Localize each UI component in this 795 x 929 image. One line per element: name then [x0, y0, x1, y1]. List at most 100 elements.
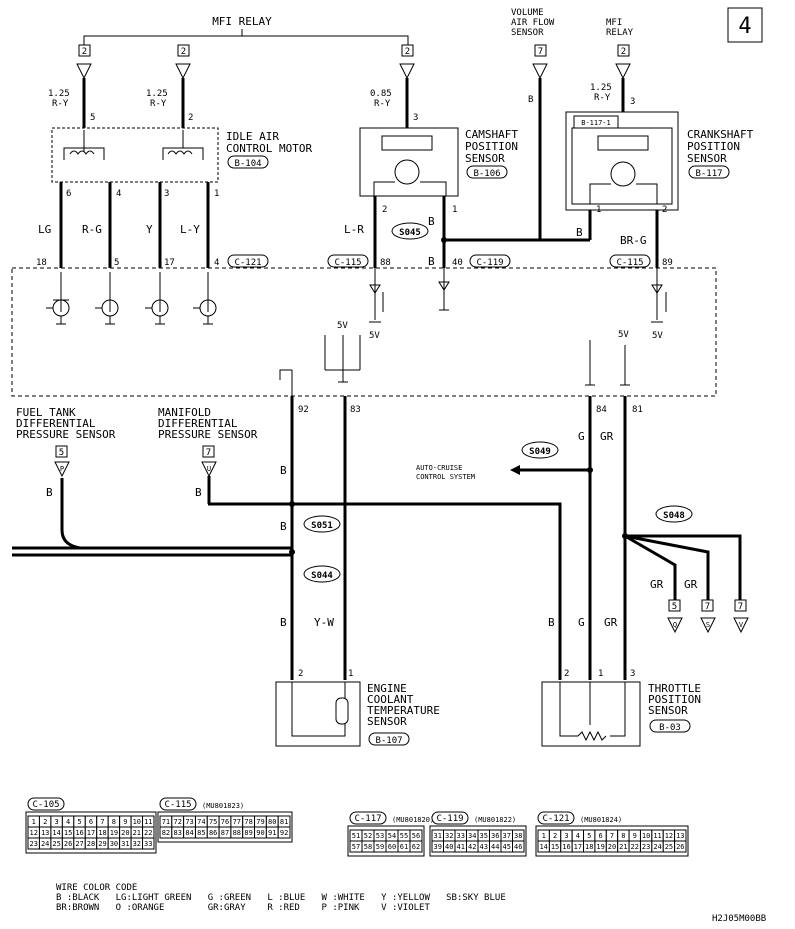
svg-text:7: 7	[705, 602, 710, 612]
svg-text:GR: GR	[604, 616, 618, 629]
connector-pin: 77	[233, 818, 241, 826]
svg-text:SENSOR: SENSOR	[367, 715, 407, 728]
connector-pin: 9	[633, 832, 637, 840]
svg-text:R-Y: R-Y	[52, 99, 69, 109]
svg-text:AUTO-CRUISE: AUTO-CRUISE	[416, 464, 462, 472]
connector-pin: 8	[621, 832, 625, 840]
connector-pin: 1	[542, 832, 546, 840]
connector-pin: 85	[197, 829, 205, 837]
connector-pin: 14	[539, 843, 547, 851]
fuel-tank-sensor: FUEL TANK DIFFERENTIAL PRESSURE SENSOR 5…	[16, 406, 116, 499]
connector-pin: 34	[468, 832, 476, 840]
top-terminal-3: 2	[399, 44, 415, 80]
connector-pin: 89	[244, 829, 252, 837]
connector-pin: 88	[233, 829, 241, 837]
svg-text:B: B	[46, 486, 53, 499]
svg-text:B: B	[280, 464, 287, 477]
camshaft-position-sensor: CAMSHAFT POSITION SENSOR B-106	[359, 127, 518, 197]
svg-text:G: G	[578, 430, 585, 443]
connector-pin: 6	[89, 818, 93, 826]
connector-pin: 5	[587, 832, 591, 840]
connector-pin: 39	[434, 843, 442, 851]
mfi-relay-label: MFI RELAY	[212, 15, 272, 28]
svg-text:L-R: L-R	[344, 223, 364, 236]
svg-text:SENSOR: SENSOR	[465, 152, 505, 165]
svg-text:CRANKSHAFT: CRANKSHAFT	[687, 128, 754, 141]
svg-text:B: B	[428, 255, 435, 268]
svg-text:84: 84	[596, 405, 607, 415]
top-terminal-vaf: VOLUME AIR FLOW SENSOR 7	[511, 8, 555, 80]
legend-title: WIRE COLOR CODE	[56, 883, 137, 893]
svg-text:0.85: 0.85	[370, 89, 392, 99]
svg-text:LG: LG	[38, 223, 51, 236]
connector-pin: 1	[32, 818, 36, 826]
connector-pin: 18	[585, 843, 593, 851]
doc-code: H2J05M00BB	[712, 914, 766, 924]
throttle-position-sensor: THROTTLE POSITION SENSOR B-03	[541, 681, 701, 747]
connector-pin: 23	[642, 843, 650, 851]
svg-text:3: 3	[413, 113, 418, 123]
connector-pin: 13	[41, 829, 49, 837]
svg-text:5: 5	[672, 602, 677, 612]
connector-pin: 73	[185, 818, 193, 826]
connector-pin: 7	[610, 832, 614, 840]
connector-pin: 71	[162, 818, 170, 826]
connector-pin: 44	[491, 843, 499, 851]
connector-pin: 25	[665, 843, 673, 851]
connector-pin: 7	[100, 818, 104, 826]
manifold-sensor: MANIFOLD DIFFERENTIAL PRESSURE SENSOR 7 …	[158, 406, 258, 499]
svg-text:U: U	[207, 465, 211, 473]
connector-pin: 54	[388, 832, 396, 840]
svg-text:TEMPERATURE: TEMPERATURE	[367, 704, 440, 717]
connector-pin: 5	[77, 818, 81, 826]
svg-text:L-Y: L-Y	[180, 223, 200, 236]
connector-part: (MU801824)	[580, 816, 622, 824]
svg-text:5: 5	[90, 113, 95, 123]
svg-text:GR: GR	[600, 430, 614, 443]
svg-text:83: 83	[350, 405, 361, 415]
connector-pin: 87	[221, 829, 229, 837]
connector-pin: 21	[619, 843, 627, 851]
connector-pin: 31	[434, 832, 442, 840]
svg-text:2: 2	[621, 47, 626, 57]
svg-text:2: 2	[82, 47, 87, 57]
svg-text:89: 89	[662, 258, 673, 268]
connector-pin: 26	[676, 843, 684, 851]
svg-text:B: B	[428, 215, 435, 228]
connector-pin: 12	[665, 832, 673, 840]
svg-text:C-121: C-121	[234, 258, 261, 268]
engine-coolant-temperature-sensor: ENGINE COOLANT TEMPERATURE SENSOR B-107	[275, 681, 440, 747]
svg-text:S045: S045	[399, 228, 421, 238]
connector-pin: 40	[445, 843, 453, 851]
svg-text:VOLUME: VOLUME	[511, 8, 544, 18]
connector-pin: 14	[52, 829, 60, 837]
svg-text:MFI: MFI	[606, 18, 622, 28]
svg-text:B: B	[280, 520, 287, 533]
svg-text:B: B	[576, 226, 583, 239]
connector-pin: 52	[364, 832, 372, 840]
connector-pin: 21	[133, 829, 141, 837]
svg-text:CAMSHAFT: CAMSHAFT	[465, 128, 518, 141]
connector-pin: 10	[642, 832, 650, 840]
svg-text:C-115: C-115	[334, 258, 361, 268]
transistor-group	[46, 272, 217, 325]
connector-tag-c121	[227, 254, 269, 268]
svg-text:S048: S048	[663, 511, 685, 521]
svg-text:S: S	[706, 621, 710, 629]
svg-text:RELAY: RELAY	[606, 28, 634, 38]
connector-pin: 42	[468, 843, 476, 851]
svg-text:C-119: C-119	[476, 258, 503, 268]
svg-text:P: P	[60, 465, 64, 473]
connector-pin: 22	[631, 843, 639, 851]
crankshaft-position-sensor: B-117-1 CRANKSHAFT POSITION SENSOR B-117	[565, 111, 754, 211]
svg-text:7: 7	[538, 47, 543, 57]
connector-pin: 37	[503, 832, 511, 840]
connector-pin: 6	[599, 832, 603, 840]
connector-pin: 31	[121, 840, 129, 848]
connector-pin: 16	[75, 829, 83, 837]
gr-terminal-1: 5 Q	[667, 599, 683, 634]
